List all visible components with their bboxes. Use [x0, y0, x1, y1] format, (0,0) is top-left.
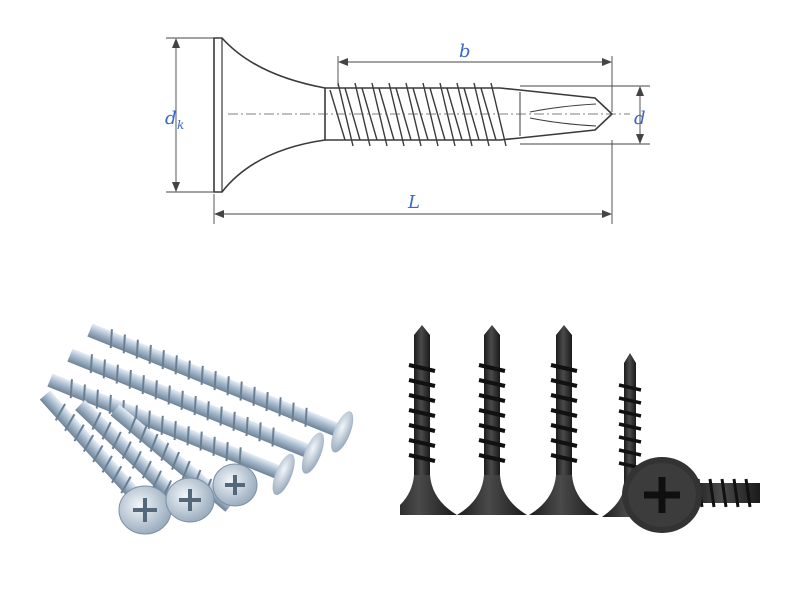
screw-dimension-drawing: b d k d L: [165, 37, 650, 224]
zinc-screw-head: [212, 463, 258, 507]
d-label: d: [634, 108, 646, 129]
black-screw: [400, 325, 457, 515]
dk-subscript: k: [177, 118, 184, 132]
zinc-screw-group: [39, 323, 354, 535]
zinc-screws-photo: [39, 323, 354, 535]
screw-threads: [329, 82, 507, 147]
black-screw-lying: [622, 457, 760, 533]
zinc-screw-head: [118, 485, 172, 535]
phillips-cross: [644, 477, 680, 513]
zinc-screw-head: [165, 477, 215, 523]
black-screws-photo: [400, 325, 760, 533]
b-label: b: [459, 41, 471, 62]
black-screw: [529, 325, 599, 515]
L-label: L: [407, 192, 420, 213]
screw-head-outline: [213, 37, 326, 193]
black-screw: [457, 325, 527, 515]
dk-label: d: [165, 108, 177, 129]
